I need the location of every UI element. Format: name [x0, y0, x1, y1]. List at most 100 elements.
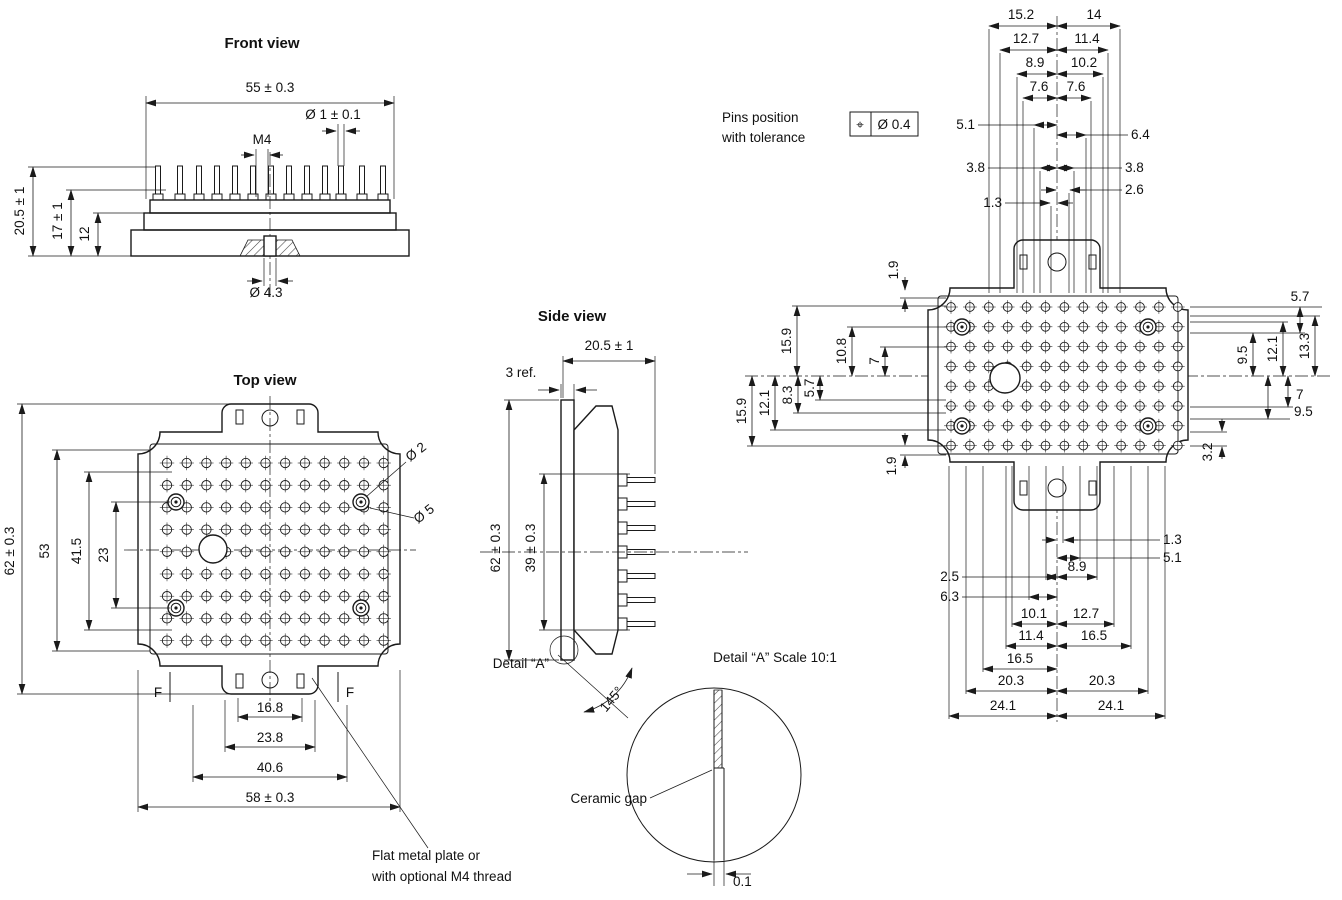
dim-5-1: 5.1: [956, 117, 975, 132]
pins-left-dimensions: 1.9 15.9 10.8 7 15.9 12.1 8.3 5.7 1.9: [734, 261, 946, 476]
corner-pin: [1139, 318, 1157, 336]
dim-1-9-lower: 1.9: [884, 457, 899, 476]
note-line1: Flat metal plate or: [372, 848, 481, 863]
corner-pin: [352, 493, 370, 511]
dim-b-24-1-right: 24.1: [1098, 698, 1124, 713]
front-thread-dimension: M4: [241, 132, 283, 197]
pins-module-outline: [927, 239, 1189, 511]
dim-9-5-upper: 9.5: [1235, 346, 1250, 365]
dim-hole-diameter: Ø 4.3: [249, 285, 282, 300]
dim-3-8-left: 3.8: [966, 160, 985, 175]
front-pin-diameter-dimension: Ø 1 ± 0.1: [305, 107, 361, 166]
dim-5-7-left: 5.7: [802, 379, 817, 398]
callout-line1: Pins position: [722, 110, 799, 125]
pins-bottom-dimensions: 1.3 5.1 2.5 8.9 6.3 10.1 12.7 11.4 16.5 …: [940, 532, 1182, 720]
callout-line2: with tolerance: [721, 130, 805, 145]
dim-b-10-1: 10.1: [1021, 606, 1047, 621]
dim-12-1-left: 12.1: [757, 390, 772, 416]
dim-b-24-1-left: 24.1: [990, 698, 1016, 713]
dim-thread-m4: M4: [253, 132, 272, 147]
front-module-body: [130, 152, 410, 300]
top-view: Top view Ø 2 Ø 5 62 ± 0.3 53: [2, 372, 512, 884]
tolerance-value: Ø 0.4: [877, 117, 911, 132]
dim-dia-2: Ø 2: [403, 439, 429, 464]
corner-pin: [953, 417, 971, 435]
dim-height-total: 20.5 ± 1: [12, 187, 27, 236]
side-housing: [573, 405, 619, 655]
dim-top-53: 53: [37, 543, 52, 558]
section-f-label-right: F: [346, 685, 354, 700]
pins-bottom-extension-lines: [948, 466, 1166, 719]
note-line2: with optional M4 thread: [371, 869, 512, 884]
pins-top-dimensions: 15.2 12.7 8.9 7.6 5.1 3.8 1.3 14 11.4 10…: [956, 7, 1150, 210]
dim-14: 14: [1086, 7, 1102, 22]
detail-a-label: Detail “A”: [493, 656, 549, 671]
pins-right-dimensions: 5.7 12.1 13.3 9.5 7 9.5 3.2: [1190, 289, 1322, 461]
dim-b-16-5-left: 16.5: [1007, 651, 1033, 666]
ceramic-gap-leader: Ceramic gap: [570, 769, 713, 806]
corner-pin: [953, 318, 971, 336]
dim-10-2: 10.2: [1071, 55, 1097, 70]
top-left-dimensions: 62 ± 0.3 53 41.5 23: [2, 403, 230, 695]
dim-3-2: 3.2: [1200, 443, 1215, 462]
dim-b-1-3: 1.3: [1163, 532, 1182, 547]
dim-7-6-left: 7.6: [1030, 79, 1049, 94]
side-pins: [617, 473, 656, 631]
dim-b-8-9: 8.9: [1068, 559, 1087, 574]
dim-dia-5: Ø 5: [411, 501, 437, 526]
dim-top-40-6: 40.6: [257, 760, 283, 775]
dim-b-6-3: 6.3: [940, 589, 959, 604]
top-view-title: Top view: [233, 372, 296, 389]
dim-2-6: 2.6: [1125, 182, 1144, 197]
dim-1-9-upper: 1.9: [886, 261, 901, 280]
dim-15-2: 15.2: [1008, 7, 1034, 22]
corner-pin: [1139, 417, 1157, 435]
dim-side-depth: 20.5 ± 1: [585, 338, 634, 353]
dim-15-9-upper: 15.9: [779, 328, 794, 354]
detail-a-circle-mark: [549, 635, 579, 665]
baseplate-note: Flat metal plate or with optional M4 thr…: [311, 677, 512, 884]
dim-side-62: 62 ± 0.3: [488, 524, 503, 573]
tolerance-frame: [849, 111, 919, 137]
top-bottom-dimensions: 16.8 23.8 40.6 58 ± 0.3: [137, 670, 401, 812]
dim-b-20-3-left: 20.3: [998, 673, 1024, 688]
dim-6-4: 6.4: [1131, 127, 1150, 142]
dim-angle-145: 145°: [597, 684, 626, 715]
front-width-dimension: 55 ± 0.3: [145, 80, 395, 199]
dim-5-7-right: 5.7: [1291, 289, 1310, 304]
dim-12-1-right: 12.1: [1265, 336, 1280, 362]
front-pins: [152, 165, 389, 201]
dim-3-ref: 3 ref.: [506, 365, 537, 380]
pins-position-view: Pins position with tolerance ⌖ Ø 0.4: [721, 7, 1330, 722]
dim-15-9-lower: 15.9: [734, 398, 749, 424]
ceramic-hatch: [713, 689, 723, 769]
dim-top-16-8: 16.8: [257, 700, 283, 715]
pins-large-hole: [989, 362, 1021, 394]
dim-top-41-5: 41.5: [69, 538, 84, 564]
pins-position-callout: Pins position with tolerance ⌖ Ø 0.4: [721, 110, 919, 145]
front-center-hole: [263, 235, 277, 257]
dim-height-body: 12: [77, 226, 92, 241]
top-large-hole: [198, 534, 228, 564]
dim-top-23-8: 23.8: [257, 730, 283, 745]
top-view-pin-grid: [159, 455, 391, 648]
dim-10-8: 10.8: [834, 338, 849, 364]
side-view: Side view 20.5 ± 1 3 ref.: [480, 308, 748, 719]
pins-top-extension-lines: [988, 29, 1121, 293]
side-view-title: Side view: [538, 308, 607, 325]
dim-b-11-4: 11.4: [1018, 628, 1044, 643]
section-f-label-left: F: [154, 685, 162, 700]
dim-11-4: 11.4: [1074, 31, 1100, 46]
dim-pin-diameter: Ø 1 ± 0.1: [305, 107, 360, 122]
dim-side-39: 39 ± 0.3: [523, 524, 538, 573]
dim-top-58: 58 ± 0.3: [246, 790, 295, 805]
section-f-marks: F F: [154, 672, 354, 702]
front-height-dimensions: 20.5 ± 1 17 ± 1 12: [12, 166, 166, 257]
dim-7-6-right: 7.6: [1067, 79, 1086, 94]
side-baseplate: [560, 399, 575, 661]
pins-view-pin-grid: [944, 300, 1185, 453]
dim-13-3: 13.3: [1297, 333, 1312, 359]
dim-top-62: 62 ± 0.3: [2, 527, 17, 576]
dim-front-width: 55 ± 0.3: [246, 80, 295, 95]
